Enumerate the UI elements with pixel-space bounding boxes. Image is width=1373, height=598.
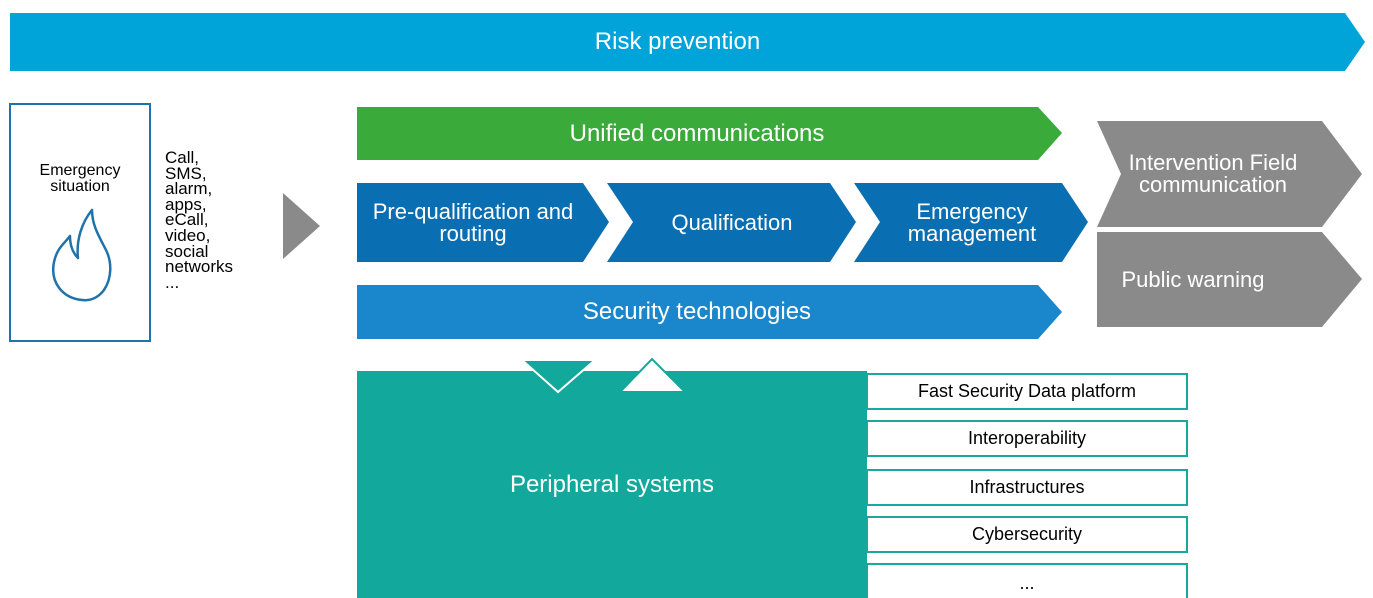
subsystem-item: Interoperability (866, 420, 1188, 457)
down-connector-triangle (519, 359, 598, 394)
intervention-arrow (1097, 121, 1362, 227)
channel-item: alarm, (165, 179, 213, 199)
unified-communications-label: Unified communications (569, 119, 825, 147)
up-connector-triangle (617, 357, 688, 393)
input-arrow (283, 193, 320, 259)
peripheral-systems-label: Peripheral systems (509, 471, 715, 498)
subsystem-item: Fast Security Data platform (866, 373, 1188, 410)
subsystem-item: Cybersecurity (866, 516, 1188, 553)
channel-item: apps, (165, 194, 207, 214)
channel-item: SMS, (165, 163, 207, 183)
fire-icon (51, 208, 112, 302)
security-technologies-arrow (357, 285, 1062, 339)
intervention-label: Intervention Field communication (1128, 150, 1298, 197)
channel-item: Call, (165, 148, 200, 167)
channel-item: networks (165, 257, 234, 277)
channel-item: social (165, 241, 209, 261)
risk-prevention-arrow (10, 13, 1365, 71)
unified-communications-arrow (357, 107, 1062, 160)
security-technologies-label: Security technologies (582, 298, 812, 325)
emergency-situation-label: Emergency situation (39, 162, 121, 195)
public-warning-label: Public warning (1121, 266, 1265, 292)
channel-item: video, (165, 225, 211, 245)
channel-list: Call, SMS, alarm, apps, eCall, video, so… (165, 148, 275, 292)
subsystem-item: ... (866, 563, 1188, 598)
emergency-management-chevron (854, 183, 1088, 262)
emergency-box (9, 103, 151, 342)
qualification-label: Qualification (671, 209, 793, 235)
emergency-management-label: Emergency management (907, 198, 1037, 246)
peripheral-systems-box (357, 371, 867, 598)
qualification-chevron (607, 183, 856, 262)
prequalification-chevron (357, 183, 609, 262)
prequalification-label: Pre-qualification and routing (372, 198, 574, 246)
public-warning-arrow (1097, 232, 1362, 327)
risk-prevention-label: Risk prevention (594, 28, 761, 55)
subsystem-item: Infrastructures (866, 469, 1188, 506)
channel-item: eCall, (165, 210, 209, 230)
channel-item: ... (165, 272, 180, 292)
